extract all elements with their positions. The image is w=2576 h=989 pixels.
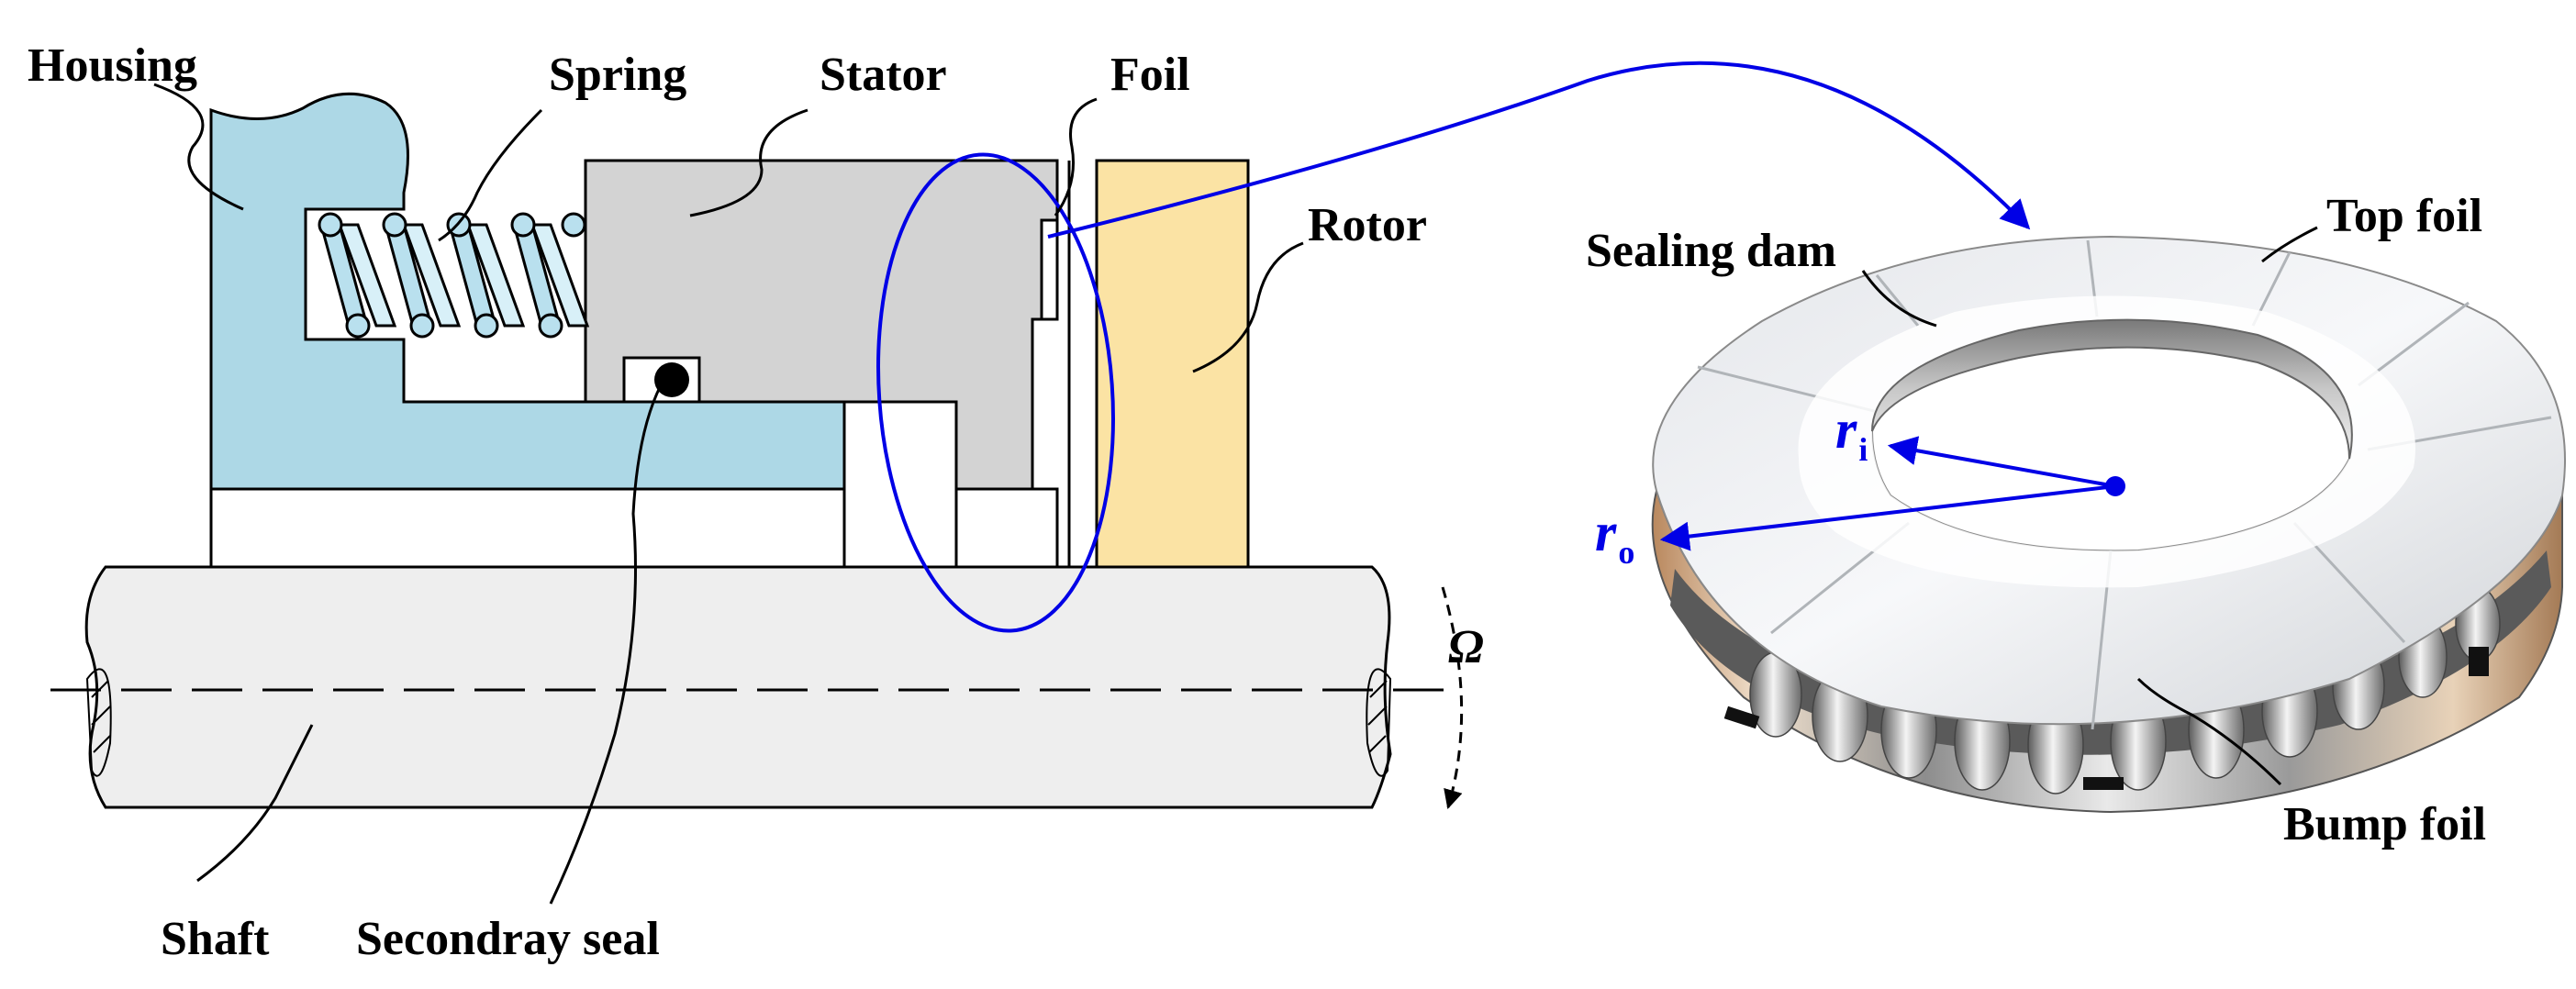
leaders-right bbox=[1861, 226, 2318, 786]
label-r-inner: ri bbox=[1835, 399, 1868, 468]
label-housing: Housing bbox=[28, 39, 197, 92]
stator-gap bbox=[954, 487, 1059, 569]
highlight-ellipse bbox=[876, 152, 1115, 633]
connector-arrow bbox=[1047, 61, 2031, 239]
sleeve bbox=[209, 487, 846, 569]
outer-radius-arrow bbox=[1659, 484, 2116, 551]
label-secondary-seal: Secondray seal bbox=[356, 913, 660, 965]
spring bbox=[318, 212, 590, 339]
label-spring: Spring bbox=[549, 49, 686, 101]
label-r-outer: ro bbox=[1595, 502, 1634, 571]
label-sealing-dam: Sealing dam bbox=[1586, 225, 1836, 277]
housing bbox=[209, 92, 846, 491]
foil-slot bbox=[1040, 218, 1059, 321]
rotation-arrow bbox=[1441, 586, 1464, 810]
stator-insert bbox=[842, 400, 958, 569]
foil-ring-3d bbox=[1651, 235, 2566, 814]
oring bbox=[654, 362, 689, 397]
label-stator: Stator bbox=[820, 49, 947, 101]
inner-radius-arrow bbox=[1887, 436, 2116, 488]
label-bump-foil: Bump foil bbox=[2283, 798, 2486, 850]
label-shaft: Shaft bbox=[161, 913, 270, 965]
label-top-foil: Top foil bbox=[2326, 190, 2482, 242]
r-inner-sub: i bbox=[1858, 431, 1868, 468]
label-rotor: Rotor bbox=[1308, 199, 1427, 251]
r-outer-sub: o bbox=[1618, 534, 1634, 571]
r-outer-main: r bbox=[1595, 502, 1617, 562]
label-omega: Ω bbox=[1448, 621, 1484, 673]
shaft bbox=[50, 565, 1450, 809]
rotor bbox=[1095, 159, 1250, 569]
leaders-left bbox=[153, 83, 1304, 905]
label-foil: Foil bbox=[1110, 49, 1190, 101]
r-inner-main: r bbox=[1835, 399, 1857, 460]
